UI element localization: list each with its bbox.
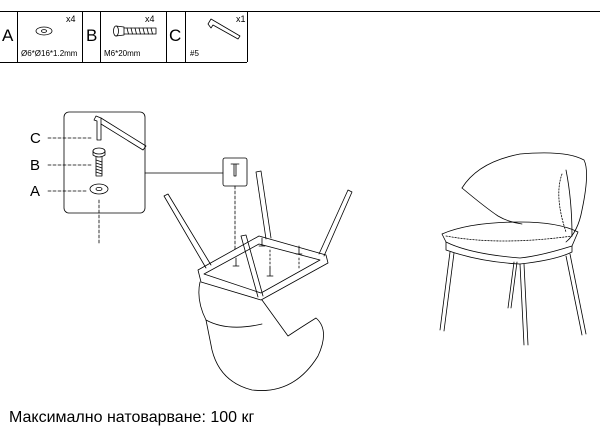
hardware-detail-box (47, 111, 147, 246)
allen-key-icon (207, 18, 241, 40)
chair-assembled (439, 152, 587, 346)
table-divider (166, 11, 167, 62)
part-letter-b: B (86, 26, 98, 45)
allen-key-icon (93, 115, 102, 141)
part-qty-c: x1 (236, 14, 246, 24)
max-load-note: Максимално натоварване: 100 кг (9, 409, 255, 426)
callout-c: C (30, 130, 41, 147)
table-divider (100, 11, 101, 62)
bolt-icon (230, 163, 240, 177)
part-qty-a: x4 (66, 14, 76, 24)
table-divider (82, 11, 83, 62)
table-divider (185, 11, 186, 62)
part-spec-c: #5 (190, 49, 199, 58)
washer-icon (89, 183, 109, 195)
washer-icon (35, 26, 53, 36)
part-spec-b: M6*20mm (104, 49, 141, 58)
bolt-icon (113, 25, 157, 37)
part-letter-c: C (169, 26, 182, 45)
part-letter-a: A (2, 26, 14, 45)
callout-a: A (30, 183, 41, 200)
part-spec-a: Ø6*Ø16*1.2mm (21, 49, 78, 58)
table-divider (17, 11, 18, 62)
chair-upside-down (163, 170, 353, 391)
callout-b: B (30, 157, 41, 174)
bolt-icon (92, 147, 106, 177)
table-bottom-border (0, 62, 247, 63)
small-detail-box (222, 157, 248, 187)
part-qty-b: x4 (145, 14, 155, 24)
allen-key-icon (100, 117, 147, 151)
table-top-border (0, 11, 600, 12)
table-divider (247, 11, 248, 62)
